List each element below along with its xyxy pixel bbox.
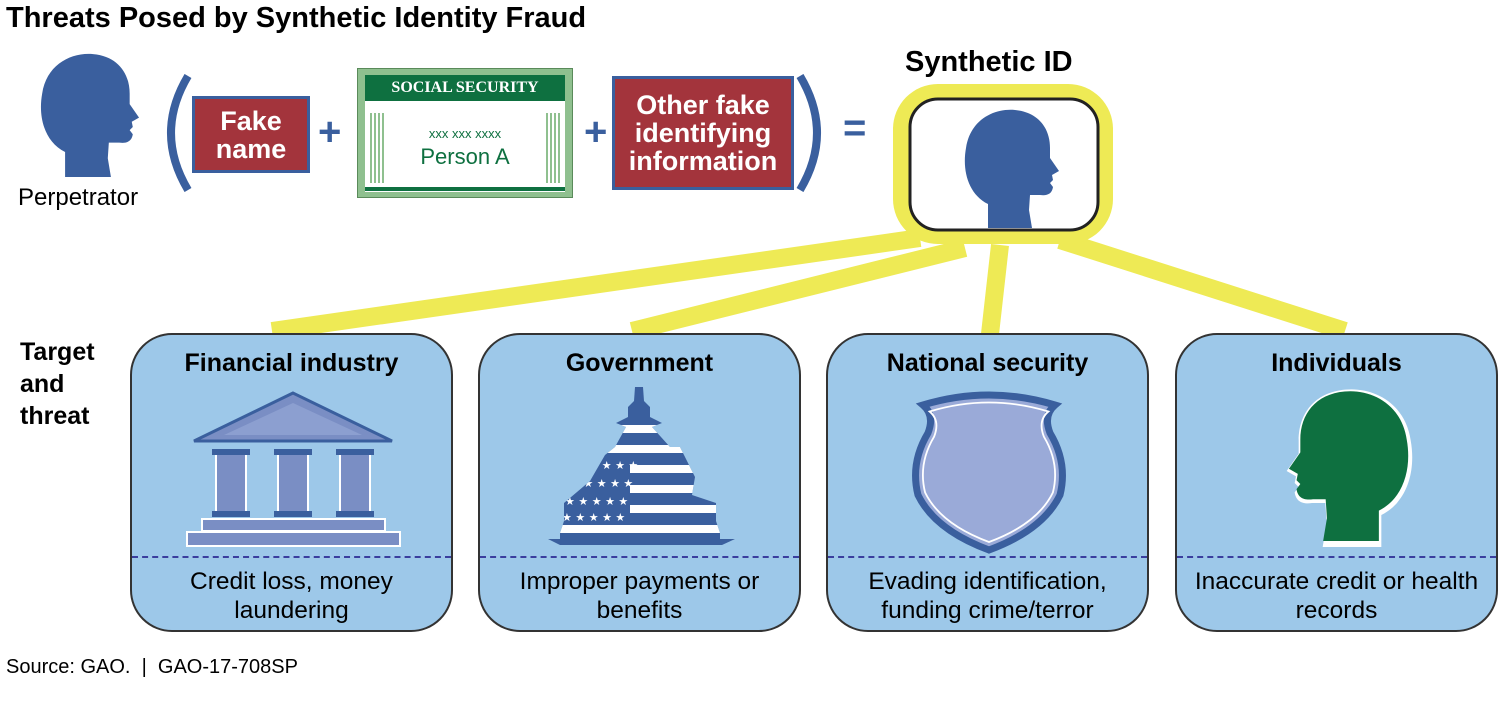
- divider: [1177, 556, 1496, 558]
- target-threat-label: Target and threat: [20, 338, 95, 430]
- threat-text: Inaccurate credit or health records: [1194, 568, 1479, 624]
- divider: [480, 556, 799, 558]
- close-paren: [796, 74, 821, 192]
- page-title: Threats Posed by Synthetic Identity Frau…: [6, 2, 587, 34]
- svg-text:★ ★ ★ ★ ★: ★ ★ ★ ★ ★: [565, 495, 628, 508]
- synthetic-id-head-icon: [964, 109, 1059, 228]
- capitol-flag-icon: ★ ★ ★ ★ ★ ★ ★ ★ ★ ★ ★ ★ ★ ★ ★ ★ ★ ★ ★ ★: [548, 387, 735, 545]
- open-paren: [167, 74, 192, 192]
- target-name: Individuals: [1271, 349, 1402, 377]
- svg-text:★ ★ ★ ★ ★: ★ ★ ★ ★ ★: [562, 511, 625, 524]
- card-person: Person A: [420, 144, 510, 169]
- equals-sign: =: [843, 106, 867, 150]
- social-security-card: SOCIAL SECURITY xxx xxx xxxx Person A: [357, 68, 573, 198]
- card-number: xxx xxx xxxx: [428, 126, 502, 141]
- threat-text: Improper payments or benefits: [519, 568, 760, 624]
- synthetic-id-label: Synthetic ID: [905, 46, 1073, 78]
- svg-text:★ ★ ★ ★ ★: ★ ★ ★ ★ ★: [575, 459, 638, 472]
- bank-icon: [186, 391, 401, 547]
- threat-text: Evading identification, funding crime/te…: [868, 568, 1107, 624]
- target-card-financial: Financial industry Credit loss, money la…: [130, 333, 453, 632]
- fake-name-box: Fake name: [192, 96, 310, 173]
- head-icon: [1286, 389, 1413, 547]
- perpetrator-label: Perpetrator: [18, 184, 139, 211]
- plus-sign: +: [584, 110, 608, 154]
- shield-icon: [912, 391, 1066, 554]
- target-name: Government: [565, 349, 714, 377]
- svg-text:★ ★ ★ ★ ★: ★ ★ ★ ★ ★: [570, 477, 633, 490]
- target-card-individuals: Individuals Inaccurate credit or health …: [1175, 333, 1498, 632]
- target-name: Financial industry: [184, 349, 399, 377]
- card-header: SOCIAL SECURITY: [365, 75, 565, 101]
- source-note: Source: GAO. | GAO-17-708SP: [6, 656, 298, 678]
- threat-text: Credit loss, money laundering: [190, 568, 393, 624]
- divider: [132, 556, 451, 558]
- target-card-government: Government ★ ★ ★ ★ ★★ ★ ★ ★ ★★ ★ ★ ★ ★★ …: [478, 333, 801, 632]
- pillar-icon: [546, 113, 560, 183]
- other-info-box: Other fake identifying information: [612, 76, 794, 190]
- plus-sign: +: [318, 110, 342, 154]
- target-card-national-security: National security Evading identification…: [826, 333, 1149, 632]
- divider: [828, 556, 1147, 558]
- pillar-icon: [370, 113, 384, 183]
- target-name: National security: [886, 349, 1089, 377]
